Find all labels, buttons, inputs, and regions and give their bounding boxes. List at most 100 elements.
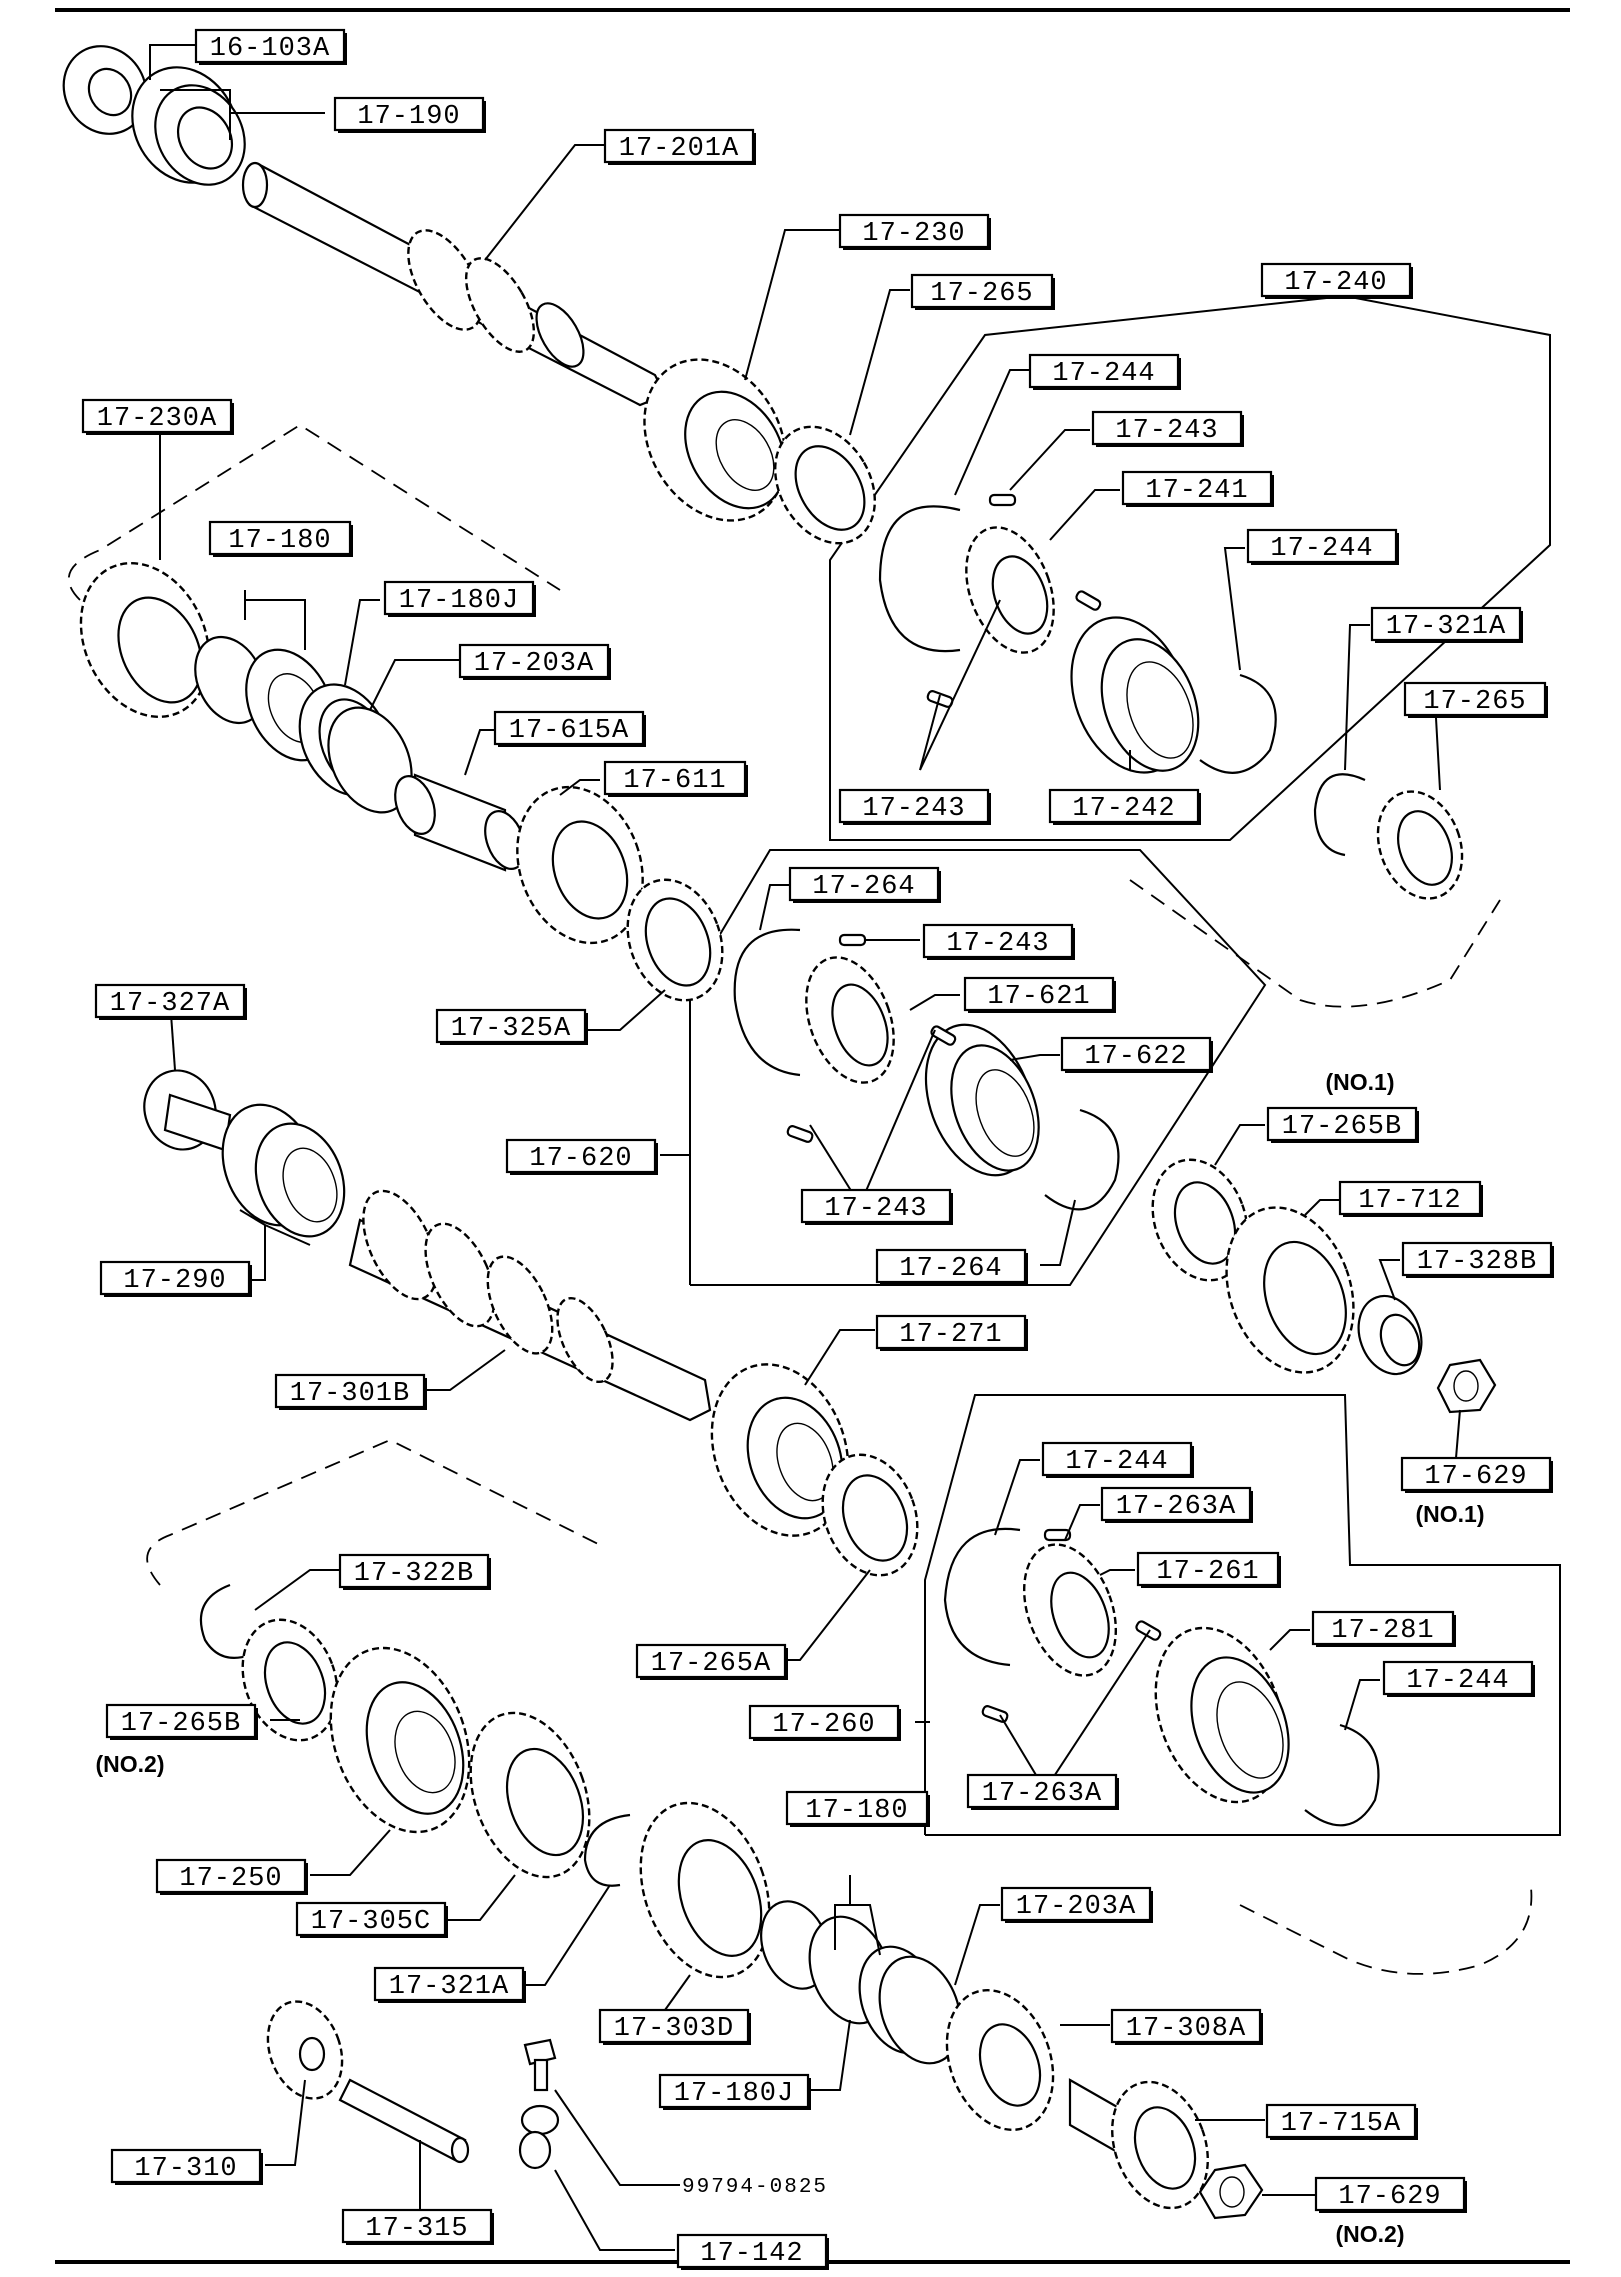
part-label-17-180j: 17-180J <box>658 2073 811 2110</box>
label-text: 17-263A <box>982 1779 1102 1809</box>
label-text: 17-263A <box>1116 1492 1236 1522</box>
label-box <box>1403 681 1547 717</box>
label-box <box>1401 1241 1553 1277</box>
label-text: 17-243 <box>862 794 965 824</box>
part-label-17-615a: 17-615A <box>493 710 646 747</box>
label-box <box>875 1248 1027 1284</box>
label-box <box>81 398 233 434</box>
dashed-references <box>67 423 1533 1975</box>
label-text: 17-244 <box>1270 534 1373 564</box>
label-text: 17-265 <box>1423 687 1526 717</box>
label-text: 17-244 <box>1406 1666 1509 1696</box>
label-text: 17-615A <box>509 716 629 746</box>
bearing-17-190-drawing <box>131 66 246 186</box>
part-label-17-265a: 17-265A <box>635 1643 788 1680</box>
label-box <box>922 923 1074 959</box>
label-text: 17-265B <box>121 1709 241 1739</box>
label-box <box>1260 262 1412 298</box>
part-label-17-327a: 17-327A <box>94 983 247 1020</box>
label-box <box>603 760 747 796</box>
part-label-17-265b: 17-265B <box>1266 1106 1419 1143</box>
label-box <box>458 643 610 679</box>
label-box <box>208 520 352 556</box>
label-text: 17-322B <box>354 1559 474 1589</box>
label-text: 17-281 <box>1331 1616 1434 1646</box>
note-0: (NO.1) <box>1326 1069 1395 1095</box>
part-label-17-180: 17-180 <box>785 1790 930 1827</box>
snap-ring-17-244b-drawing <box>1199 673 1277 774</box>
label-text: 16-103A <box>210 34 330 64</box>
label-box <box>748 1704 900 1740</box>
label-text: 17-712 <box>1358 1186 1461 1216</box>
part-label-17-264: 17-264 <box>875 1248 1028 1285</box>
label-box <box>658 2073 810 2109</box>
part-label-17-310: 17-310 <box>110 2148 263 2185</box>
label-box <box>1246 528 1398 564</box>
label-text: 17-230 <box>862 219 965 249</box>
gear-17-715a-drawing <box>1068 2078 1209 2210</box>
label-box <box>333 96 485 132</box>
part-label-17-321a: 17-321A <box>1370 606 1523 643</box>
hub-17-241-drawing <box>965 526 1055 654</box>
sleeve-17-242-drawing <box>1070 616 1200 774</box>
part-label-17-243: 17-243 <box>800 1188 953 1225</box>
part-label-17-629: 17-629 <box>1400 1456 1553 1493</box>
label-box <box>274 1373 426 1409</box>
label-text: 17-203A <box>1016 1892 1136 1922</box>
main-shaft-17-201a-drawing <box>241 161 667 407</box>
label-text: 17-180 <box>805 1796 908 1826</box>
part-label-17-201a: 17-201A <box>603 128 756 165</box>
label-text: 17-240 <box>1284 268 1387 298</box>
label-text: 17-265B <box>1282 1112 1402 1142</box>
gear-17-230-drawing <box>643 358 787 522</box>
part-label-17-243: 17-243 <box>1091 410 1244 447</box>
label-box <box>1370 606 1522 642</box>
part-label-17-629: 17-629 <box>1314 2176 1467 2213</box>
part-labels: 16-103A 17-190 17-201A 17-230 17-265 17-240 17… <box>81 28 1554 2270</box>
label-text: 17-265A <box>651 1649 771 1679</box>
part-label-17-261: 17-261 <box>1136 1551 1281 1588</box>
label-text: 17-303D <box>614 2014 734 2044</box>
label-text: 17-190 <box>357 102 460 132</box>
label-box <box>910 273 1054 309</box>
label-text: 17-180J <box>674 2079 794 2109</box>
part-label-17-263a: 17-263A <box>1100 1486 1253 1523</box>
part-label-17-290: 17-290 <box>99 1260 252 1297</box>
part-label-17-243: 17-243 <box>922 923 1075 960</box>
keys-17-243-mid-drawing <box>786 933 957 1143</box>
gear-17-230a-drawing <box>79 561 211 719</box>
part-label-17-142: 17-142 <box>676 2233 829 2270</box>
dash-ref-1 <box>67 423 561 601</box>
rings-17-180j-17-203a-lower-drawing <box>858 1945 962 2065</box>
label-box <box>105 1703 257 1739</box>
plug-17-327a-drawing <box>143 1069 232 1152</box>
part-label-17-244: 17-244 <box>1041 1441 1194 1478</box>
part-label-17-715a: 17-715A <box>1265 2103 1418 2140</box>
part-drawings <box>62 45 1497 2220</box>
label-box <box>1400 1456 1552 1492</box>
label-box <box>1121 470 1273 506</box>
label-text: 17-301B <box>290 1379 410 1409</box>
part-label-17-325a: 17-325A <box>435 1008 588 1045</box>
part-label-17-260: 17-260 <box>748 1704 901 1741</box>
label-box <box>338 1553 490 1589</box>
part-label-17-190: 17-190 <box>333 96 486 133</box>
label-text: 17-611 <box>623 766 726 796</box>
note-1: (NO.1) <box>1416 1501 1485 1527</box>
label-box <box>1382 1660 1534 1696</box>
part-label-17-230: 17-230 <box>838 213 991 250</box>
label-box <box>676 2233 828 2269</box>
label-text: 17-315 <box>365 2214 468 2244</box>
part-label-17-308a: 17-308A <box>1110 2008 1263 2045</box>
part-label-17-265: 17-265 <box>910 273 1055 310</box>
collar-17-328b-drawing <box>1357 1294 1423 1376</box>
label-box <box>373 1966 525 2002</box>
snap-ring-17-244c-drawing <box>943 1527 1021 1667</box>
label-text: 17-243 <box>1115 416 1218 446</box>
part-label-17-244: 17-244 <box>1028 353 1181 390</box>
group-17-240-outline <box>829 295 1551 841</box>
label-text: 17-264 <box>899 1254 1002 1284</box>
label-box <box>598 2008 750 2044</box>
label-text: 17-180 <box>228 526 331 556</box>
snap-ring-17-264a-drawing <box>733 928 801 1077</box>
